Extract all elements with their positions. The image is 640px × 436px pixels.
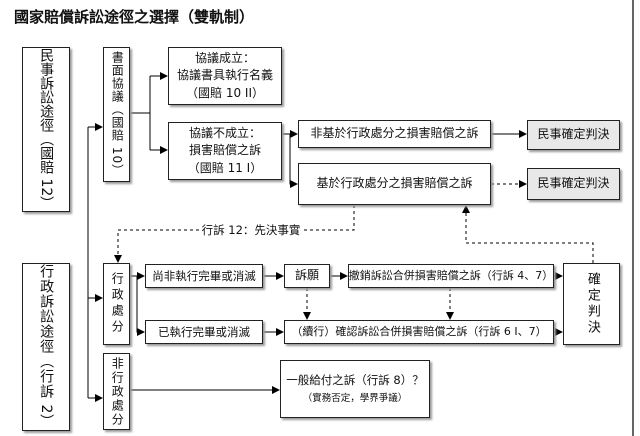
final-judgment-box: 確定判決 <box>563 263 620 345</box>
disposition-based-suit-box: 基於行政處分之損害賠償之訴 <box>298 163 491 205</box>
civil-litigation-track-label: 民事訴訟途徑（國賠 12） <box>38 48 55 211</box>
written-agreement-box: 書面協議（國賠 10） <box>103 47 130 182</box>
final-judgment-label: 確定判決 <box>584 272 600 336</box>
revocation-suit-box: 撤銷訴訟合併損害賠償之訴（行訴 4、7） <box>348 264 554 288</box>
non-disposition-based-suit-label: 非基於行政處分之損害賠償之訴 <box>310 126 479 141</box>
prerequisite-dashed-arrow <box>114 229 199 263</box>
civil-final-judgment-box-2: 民事確定判決 <box>527 168 620 200</box>
administrative-litigation-track-box: 行政訴訟途徑（行訴 2） <box>22 263 70 431</box>
written-agreement-split-line <box>130 76 151 150</box>
civil-final-judgment-label-1: 民事確定判決 <box>537 127 610 142</box>
non-administrative-disposition-box: 非行政處分 <box>103 353 130 430</box>
non-disposition-based-suit-box: 非基於行政處分之損害賠償之訴 <box>298 120 491 148</box>
prerequisite-fact-note: 行訴 12：先決事實 <box>199 223 303 238</box>
agreement-failed-detail: 損害賠償之訴 <box>188 143 261 158</box>
prerequisite-dashed-line <box>303 205 355 231</box>
agreement-failed-box: 協議不成立： 損害賠償之訴 （國賠 11 I） <box>168 122 282 180</box>
civil-final-judgment-label-2: 民事確定判決 <box>537 176 610 191</box>
agreement-reached-citation: （國賠 10 II） <box>186 85 264 100</box>
not-completed-label: 尚非執行完畢或消滅 <box>152 268 256 283</box>
administrative-disposition-label: 行政處分 <box>110 272 125 336</box>
civil-final-judgment-box-1: 民事確定判決 <box>527 120 620 150</box>
agreement-reached-detail: 協議書具執行名義 <box>176 68 273 83</box>
not-completed-box: 尚非執行完畢或消滅 <box>145 264 263 288</box>
disposition-based-suit-label: 基於行政處分之損害賠償之訴 <box>316 176 473 191</box>
completed-label: 已執行完畢或消滅 <box>158 324 250 339</box>
arrow-to-completed <box>136 276 145 336</box>
revocation-suit-label: 撤銷訴訟合併損害賠償之訴（行訴 4、7） <box>348 269 554 283</box>
general-performance-suit-box: 一般給付之訴（行訴 8）？ （實務否定，學界爭議） <box>280 360 430 418</box>
confirmation-suit-box: （續行）確認訴訟合併損害賠償之訴（行訴 6 I、7） <box>284 320 554 344</box>
completed-box: 已執行完畢或消滅 <box>145 320 263 344</box>
administrative-appeal-label: 訴願 <box>294 268 319 283</box>
diagram-title: 國家賠償訴訟途徑之選擇（雙軌制） <box>14 8 255 26</box>
final-judgment-feedback-arrow <box>462 205 594 263</box>
written-agreement-label: 書面協議（國賠 10） <box>110 51 125 178</box>
agreement-failed-heading: 協議不成立： <box>188 125 261 140</box>
agreement-failed-citation: （國賠 11 I） <box>187 160 263 175</box>
administrative-appeal-box: 訴願 <box>284 264 330 288</box>
civil-litigation-track-box: 民事訴訟途徑（國賠 12） <box>22 47 70 212</box>
general-performance-suit-note: （實務否定，學界爭議） <box>302 392 408 404</box>
administrative-disposition-box: 行政處分 <box>103 263 130 345</box>
general-performance-suit-label: 一般給付之訴（行訴 8）？ <box>286 373 424 388</box>
administrative-litigation-track-label: 行政訴訟途徑（行訴 2） <box>38 264 55 430</box>
arrow-to-based-suit <box>289 134 298 188</box>
agreement-reached-heading: 協議成立： <box>194 50 255 65</box>
agreement-reached-box: 協議成立： 協議書具執行名義 （國賠 10 II） <box>168 47 282 105</box>
non-administrative-disposition-label: 非行政處分 <box>110 356 125 427</box>
confirmation-suit-label: （續行）確認訴訟合併損害賠償之訴（行訴 6 I、7） <box>291 325 547 339</box>
